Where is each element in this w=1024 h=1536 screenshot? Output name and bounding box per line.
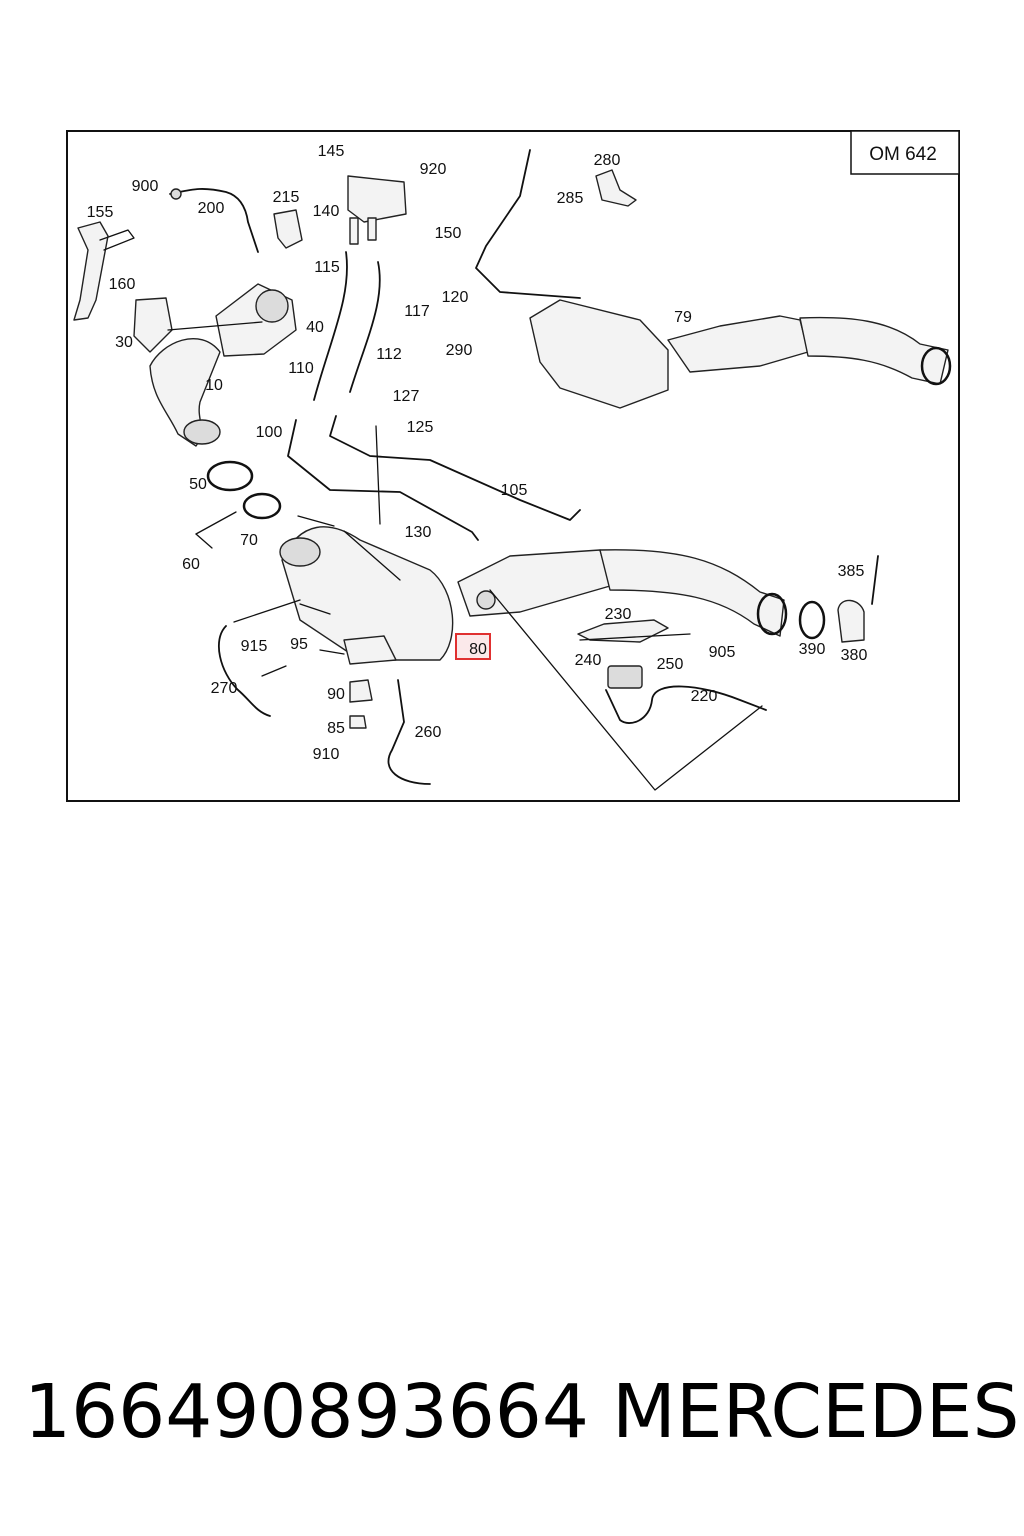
callout-220: 220 (691, 688, 718, 705)
callout-110: 110 (288, 360, 314, 377)
pressure-sensor-140-art (347, 175, 407, 245)
callout-95: 95 (290, 636, 308, 653)
callout-90: 90 (327, 686, 345, 703)
callout-85: 85 (327, 720, 345, 737)
callout-125: 125 (407, 419, 434, 436)
bracket-95-art (343, 635, 397, 665)
sensor-260-art (387, 679, 431, 785)
callout-140: 140 (313, 203, 340, 220)
sensor-220-art (605, 685, 767, 724)
callout-905: 905 (709, 644, 736, 661)
callout-200: 200 (198, 200, 225, 217)
callout-127: 127 (393, 388, 420, 405)
part-number-caption: 166490893664 (24, 1369, 589, 1455)
callout-285: 285 (557, 190, 584, 207)
diagram-frame (66, 130, 960, 802)
brand-caption: MERCEDES (612, 1369, 1020, 1455)
bracket-280-art (595, 169, 637, 207)
callout-250: 250 (657, 656, 684, 673)
gasket-30-art (133, 297, 173, 353)
seal-70-art (242, 492, 282, 520)
gasket-390-art (798, 600, 826, 640)
dpf-80-art (279, 526, 788, 661)
callout-40: 40 (306, 319, 324, 336)
pre-catalyst-10-art (149, 283, 297, 447)
pipe-79-art (475, 149, 581, 299)
callout-60: 60 (182, 556, 200, 573)
bolt-385-art (871, 555, 879, 605)
engine-label: OM 642 (869, 144, 937, 165)
callout-230: 230 (605, 606, 632, 623)
callout-labels: 145 920 280 900 200 215 140 150 285 155 160 115 117 1… (87, 143, 868, 763)
clamp-380-art (837, 599, 865, 643)
pipe-100-art (287, 419, 479, 541)
callout-915: 915 (241, 638, 268, 655)
callout-50: 50 (189, 476, 207, 493)
sensor-200-art (169, 188, 259, 253)
callout-80-highlight (455, 633, 491, 660)
callout-80: 80 (469, 641, 487, 658)
callout-280: 280 (594, 152, 621, 169)
callout-160: 160 (109, 276, 136, 293)
mount-90-art (349, 679, 373, 703)
callout-117: 117 (404, 303, 430, 320)
leader-lines (167, 321, 763, 791)
nut-85-art (349, 715, 367, 729)
hose-110-art (313, 251, 348, 401)
callout-240: 240 (575, 652, 602, 669)
callout-215: 215 (273, 189, 300, 206)
callout-10: 10 (205, 377, 223, 394)
sensor-270-art (217, 625, 271, 717)
callout-79: 79 (674, 309, 692, 326)
callout-100: 100 (256, 424, 283, 441)
clamp-50-art (206, 460, 254, 492)
callout-260: 260 (415, 724, 442, 741)
callout-130: 130 (405, 524, 432, 541)
engine-label-box: OM 642 (850, 130, 960, 175)
bracket-215-art (273, 209, 303, 249)
callout-155: 155 (87, 204, 114, 221)
callout-385: 385 (838, 563, 865, 580)
bracket-155-art (73, 221, 135, 321)
callout-390: 390 (799, 641, 826, 658)
callout-920: 920 (420, 161, 447, 178)
callout-290: 290 (446, 342, 473, 359)
callout-30: 30 (115, 334, 133, 351)
callout-910: 910 (313, 746, 340, 763)
callout-900: 900 (132, 178, 159, 195)
callout-145: 145 (318, 143, 345, 160)
callout-115: 115 (314, 259, 340, 276)
callout-150: 150 (435, 225, 462, 242)
dpf-79-art (529, 299, 952, 409)
callout-112: 112 (376, 346, 402, 363)
callout-70: 70 (240, 532, 258, 549)
pipe-105-art (329, 415, 581, 521)
hose-112-art (349, 261, 381, 393)
callout-105: 105 (501, 482, 528, 499)
callout-270: 270 (211, 680, 238, 697)
callout-380: 380 (841, 647, 868, 664)
callout-120: 120 (442, 289, 469, 306)
